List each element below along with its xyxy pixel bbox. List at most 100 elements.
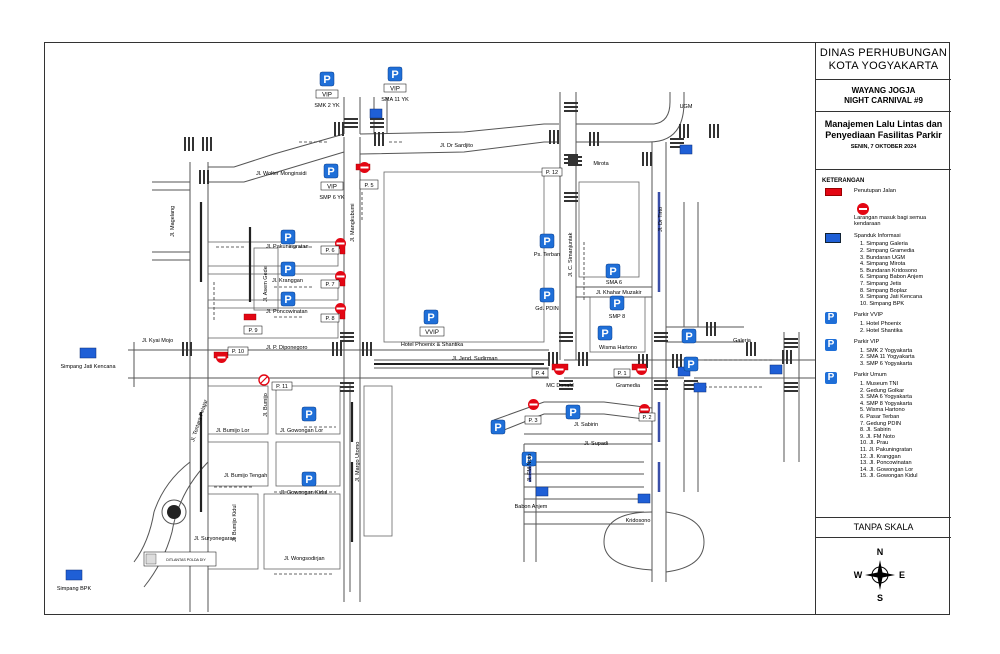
umum-list-item: 13. Jl. Poncowinatan: [860, 460, 912, 467]
vip-list-item: 1. SMK 2 Yogyakarta: [860, 347, 913, 354]
road-closure-icon: [825, 187, 842, 196]
post-p11: P. 11: [276, 384, 288, 390]
label-sma11: SMA 11 YK: [381, 97, 409, 103]
umum-list-item: 12. Jl. Kranggan: [860, 453, 901, 460]
map-frame: [44, 42, 950, 615]
banner-list-item: 8. Simpang Boplaz: [860, 287, 907, 294]
post-p6: P. 6: [325, 248, 334, 254]
compass-icon: N S E W: [854, 547, 905, 603]
post-p2: P. 2: [642, 415, 651, 421]
label-galeria: Galeria: [733, 338, 752, 344]
vip-list-item: 3. SMP 6 Yogyakarta: [860, 360, 913, 367]
label-jati-kencana: Simpang Jati Kencana: [60, 364, 116, 370]
label-kyai-mojo: Jl. Kyai Mojo: [142, 338, 173, 344]
label-mangkubumi: Jl. Mangkubumi: [350, 203, 356, 242]
banner-list-item: 2. Simpang Gramedia: [860, 247, 915, 254]
banner-bpk: [65, 569, 83, 581]
banner-list-item: 7. Simpang Jetis: [860, 280, 902, 287]
label-smp8: SMP 8: [609, 314, 625, 320]
post-p1: P. 1: [617, 371, 626, 377]
agency-line1: DINAS PERHUBUNGAN: [819, 47, 948, 59]
compass-e: E: [899, 570, 905, 580]
legend-banner-title: Spanduk Informasi: [854, 232, 901, 239]
umum-list-item: 14. Jl. Gowongan Lor: [860, 466, 914, 473]
legend-no-entry: Larangan masuk bagi semua kendaraan: [854, 214, 927, 228]
agency-line2: KOTA YOGYAKARTA: [828, 60, 939, 72]
label-dr-tirto: Jl. Dr Tirto: [658, 207, 664, 232]
umum-list-item: 1. Museum TNI: [860, 381, 899, 388]
label-gd-pdin: Gd. PDIN: [535, 306, 559, 312]
label-suryonegaran: Jl. Suryonegaran: [194, 536, 236, 542]
event-line1: WAYANG JOGJA: [851, 86, 916, 95]
no-right-turn-icon: [258, 374, 270, 386]
legend: KETERANGAN Penutupan Jalan Larangan masu…: [822, 178, 948, 485]
event-block: WAYANG JOGJA NIGHT CARNIVAL #9: [816, 80, 951, 112]
subject-line1: Manajemen Lalu Lintas dan: [824, 119, 943, 129]
banner-list-item: 3. Bundaran UGM: [860, 254, 906, 261]
label-hotel: Hotel Phoenix & Shantika: [401, 342, 464, 348]
banner-list-item: 1. Simpang Galeria: [860, 241, 908, 248]
road-closure-icon: [213, 163, 647, 371]
scale-block: TANPA SKALA: [816, 518, 951, 538]
umum-list-item: 15. Jl. Gowongan Kidul: [860, 473, 918, 480]
umum-list-item: 4. SMP 8 Yogyakarta: [860, 400, 913, 407]
vip-tag-smk2: VIP: [322, 93, 332, 99]
post-p4: P. 4: [535, 371, 544, 377]
scale-label: TANPA SKALA: [853, 522, 914, 532]
label-bpk: Simpang BPK: [57, 586, 92, 592]
vip-list-item: 2. SMA 11 Yogyakarta: [860, 354, 915, 361]
label-dr-sardjito: Jl. Dr Sardjito: [440, 143, 473, 149]
label-smk2: SMK 2 YK: [314, 103, 340, 109]
label-wolter: Jl. Wolter Monginsidi: [256, 171, 307, 177]
umum-list-item: 11. Jl. Pakuningratan: [860, 447, 913, 453]
label-wisma: Wisma Hartono: [599, 345, 637, 351]
label-sabirin: Jl. Sabirin: [574, 422, 598, 428]
banner-list-item: 5. Bundaran Kridosono: [860, 267, 918, 274]
umum-list-item: 10. Jl. Prau: [860, 440, 889, 447]
label-bumijo-kidul: Jl. Bumijo Kidul: [232, 504, 238, 542]
legend-panel: DINAS PERHUBUNGAN KOTA YOGYAKARTA WAYANG…: [815, 42, 951, 615]
map-canvas: P: [57, 66, 815, 612]
label-wongsodirjan: Jl. Wongsodirjan: [284, 556, 325, 562]
traffic-map: P: [44, 42, 815, 615]
post-p5: P. 5: [364, 183, 373, 189]
label-tentara-pelajar: Jl. Tentara Pelajar: [190, 399, 209, 443]
label-babon-anjem: Babon Anjem: [515, 504, 548, 510]
no-entry-icon: [857, 202, 869, 215]
label-gowongan-lor: Jl. Gowongan Lor: [280, 428, 323, 434]
banner-jati-kencana: [79, 347, 97, 359]
vvip-list-item: 1. Hotel Phoenix: [860, 320, 902, 327]
post-p12: P. 12: [546, 170, 558, 176]
subject-date: SENIN, 7 OKTOBER 2024: [850, 144, 917, 150]
label-kranggan: Jl. Kranggan: [272, 278, 303, 284]
compass-w: W: [854, 570, 863, 580]
legend-block: [816, 170, 951, 518]
umum-list-item: 3. SMA 6 Yogyakarta: [860, 394, 912, 401]
vip-tag-smp6: VIP: [327, 185, 337, 191]
label-poncowinatan: Jl. Poncowinatan: [266, 309, 308, 315]
legend-title: KETERANGAN: [822, 178, 865, 184]
umum-list-item: 9. Jl. FM Noto: [860, 433, 895, 440]
post-p8: P. 8: [325, 316, 334, 322]
parking-icon: P: [825, 372, 837, 385]
label-bumijo-tengah: Jl. Bumijo Tengah: [224, 473, 267, 479]
label-diponegoro: Jl. P. Diponegoro: [266, 345, 307, 351]
ditlantas-box: DITLANTAS POLDA DIY: [143, 551, 217, 567]
compass-s: S: [877, 593, 883, 603]
subject-block: Manajemen Lalu Lintas dan Penyediaan Fas…: [816, 112, 951, 170]
legend-vip-title: Parkir VIP: [854, 339, 880, 346]
post-p9: P. 9: [248, 328, 257, 334]
label-bumijo: Jl. Bumijo: [263, 393, 269, 417]
label-ugm: UGM: [680, 104, 693, 110]
svg-text:DITLANTAS POLDA DIY: DITLANTAS POLDA DIY: [166, 558, 206, 562]
banner-list-item: 9. Simpang Jati Kencana: [860, 294, 923, 301]
post-p3: P. 3: [528, 418, 537, 424]
post-p7: P. 7: [325, 282, 334, 288]
umum-list-item: 6. Pasar Terban: [860, 414, 900, 421]
label-asem-gede: Jl. Asem Gede: [263, 266, 269, 302]
label-bumijo-lor: Jl. Bumijo Lor: [216, 428, 249, 434]
label-sma6: SMA 6: [606, 280, 622, 286]
